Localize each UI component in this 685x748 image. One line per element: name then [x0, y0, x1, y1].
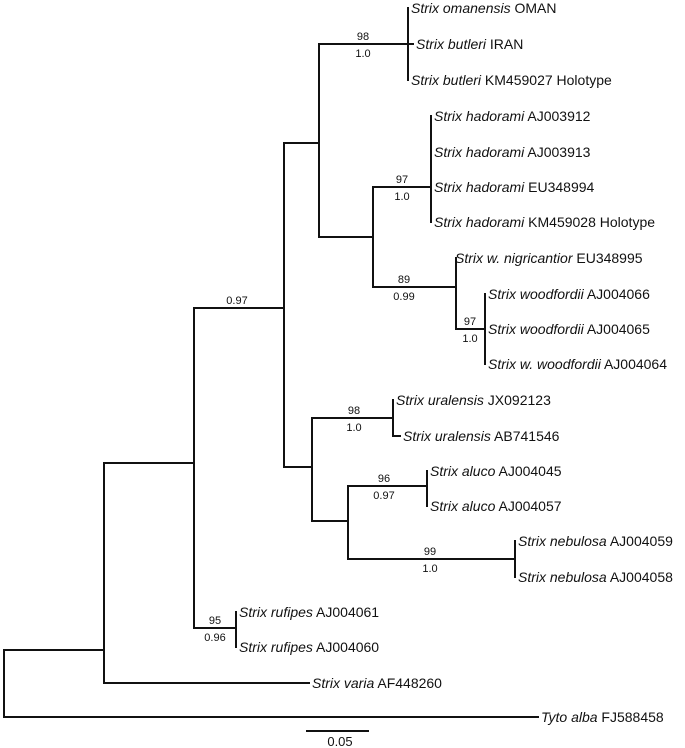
taxon-label: Strix butleri KM459027 Holotype: [411, 72, 612, 88]
bootstrap-value: 97: [396, 174, 408, 186]
posterior-value: 0.96: [204, 632, 225, 644]
posterior-value: 1.0: [355, 48, 370, 60]
taxon-label: Strix aluco AJ004045: [430, 463, 562, 479]
taxon-label: Strix woodfordii AJ004066: [488, 286, 650, 302]
taxon-label: Strix varia AF448260: [312, 675, 442, 691]
posterior-value: 0.99: [393, 291, 414, 303]
taxon-label: Strix hadorami AJ003913: [434, 144, 591, 160]
bootstrap-value: 99: [424, 546, 436, 558]
bootstrap-value: 95: [209, 615, 221, 627]
taxon-label: Strix aluco AJ004057: [430, 498, 562, 514]
taxon-label: Strix rufipes AJ004061: [239, 604, 379, 620]
scale-bar-label: 0.05: [327, 734, 352, 748]
bootstrap-value: 98: [357, 31, 369, 43]
bootstrap-value: 98: [348, 405, 360, 417]
taxon-label: Strix nebulosa AJ004058: [518, 569, 673, 585]
posterior-value: 0.97: [373, 490, 394, 502]
posterior-value: 1.0: [346, 422, 361, 434]
bootstrap-value: 97: [464, 316, 476, 328]
taxon-label: Strix omanensis OMAN: [411, 0, 556, 16]
taxon-label: Strix woodfordii AJ004065: [488, 321, 650, 337]
taxon-label: Strix hadorami KM459028 Holotype: [434, 214, 655, 230]
taxon-label: Strix rufipes AJ004060: [239, 639, 379, 655]
bootstrap-value: 96: [378, 473, 390, 485]
taxon-label: Strix uralensis AB741546: [403, 428, 560, 444]
taxon-label: Strix uralensis JX092123: [396, 392, 551, 408]
taxon-label: Strix hadorami AJ003912: [434, 108, 591, 124]
taxon-label: Strix w. woodfordii AJ004064: [488, 356, 667, 372]
posterior-value: 0.97: [226, 295, 247, 307]
taxon-label: Tyto alba FJ588458: [541, 709, 664, 725]
posterior-value: 1.0: [462, 333, 477, 345]
posterior-value: 1.0: [422, 563, 437, 575]
bootstrap-value: 89: [398, 274, 410, 286]
taxon-label: Strix butleri IRAN: [416, 36, 523, 52]
taxon-label: Strix w. nigricantior EU348995: [455, 250, 643, 266]
posterior-value: 1.0: [394, 191, 409, 203]
taxon-label: Strix nebulosa AJ004059: [518, 533, 673, 549]
taxon-label: Strix hadorami EU348994: [434, 179, 595, 195]
